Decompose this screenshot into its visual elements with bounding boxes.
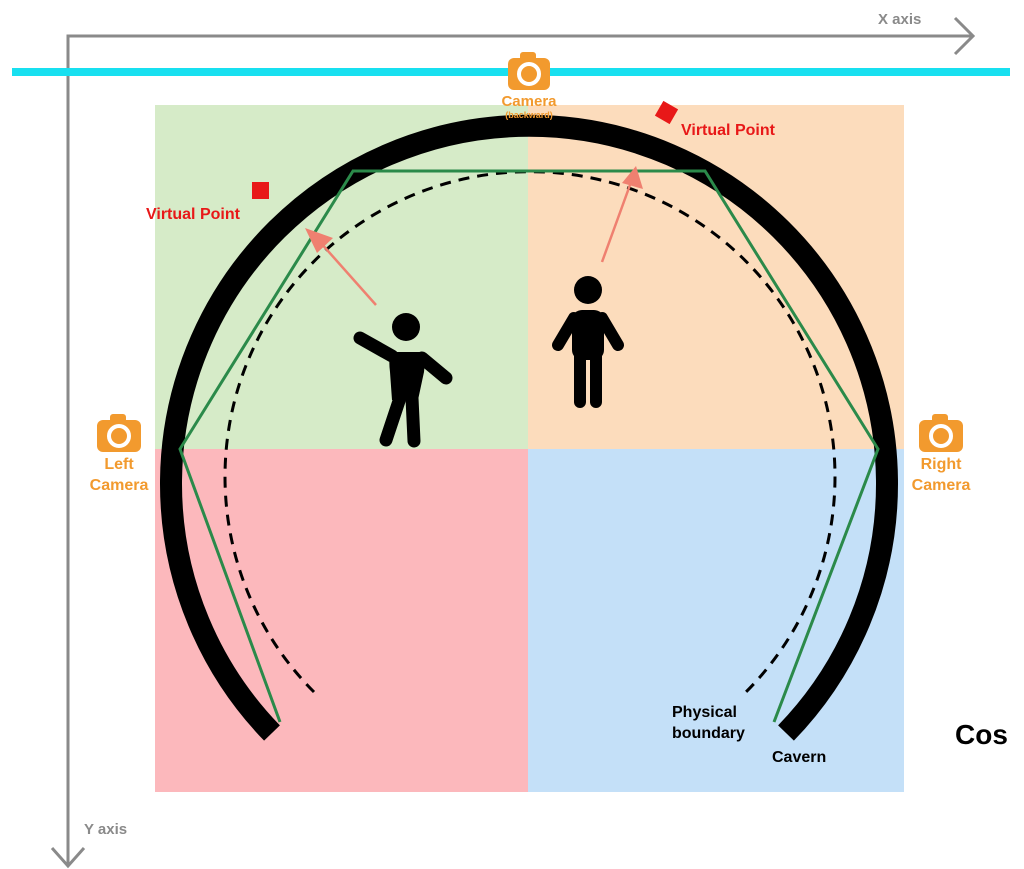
y-axis-arrowhead: [50, 847, 86, 869]
physical-boundary-label-line2: boundary: [672, 725, 745, 742]
camera-top-label: Camera: [501, 93, 557, 110]
physical-boundary-dashed: [223, 170, 837, 694]
camera-right-label-line1: Right: [921, 456, 963, 473]
virtual-point-right: Virtual Point: [654, 100, 776, 139]
camera-left-label-line2: Camera: [90, 477, 149, 494]
left-direction-arrow: [305, 228, 377, 306]
camera-top: Camera (backward): [501, 52, 557, 120]
cavern-wall: [160, 114, 898, 741]
person-right-icon: [552, 276, 624, 408]
camera-right-label-line2: Camera: [912, 477, 971, 494]
virtual-point-left-marker: [252, 182, 269, 199]
x-axis-arrowhead: [953, 16, 976, 56]
y-axis-label: Y axis: [84, 821, 127, 838]
person-left-icon: [353, 313, 453, 448]
physical-boundary-label-line1: Physical: [672, 704, 737, 721]
virtual-point-right-marker: [654, 100, 679, 125]
right-direction-arrow: [600, 166, 643, 263]
camera-right-icon: [919, 414, 963, 452]
camera-right: Right Camera: [912, 414, 971, 494]
virtual-point-left: Virtual Point: [146, 182, 269, 223]
cut-off-heading: Cos: [955, 719, 1008, 750]
cavern-label: Cavern: [772, 749, 826, 766]
camera-top-sublabel: (backward): [505, 110, 553, 120]
x-axis: X axis: [66, 11, 976, 865]
quadrant-bottom-right: [528, 449, 904, 792]
camera-left-label-line1: Left: [104, 456, 134, 473]
quadrant-bottom-left: [155, 449, 528, 792]
y-axis: Y axis: [50, 821, 127, 869]
camera-left-icon: [97, 414, 141, 452]
x-axis-label: X axis: [878, 11, 921, 28]
virtual-point-left-label: Virtual Point: [146, 206, 241, 223]
virtual-point-right-label: Virtual Point: [681, 122, 776, 139]
camera-left: Left Camera: [90, 414, 149, 494]
tracking-polygon: [178, 169, 880, 723]
camera-top-icon: [508, 52, 550, 90]
